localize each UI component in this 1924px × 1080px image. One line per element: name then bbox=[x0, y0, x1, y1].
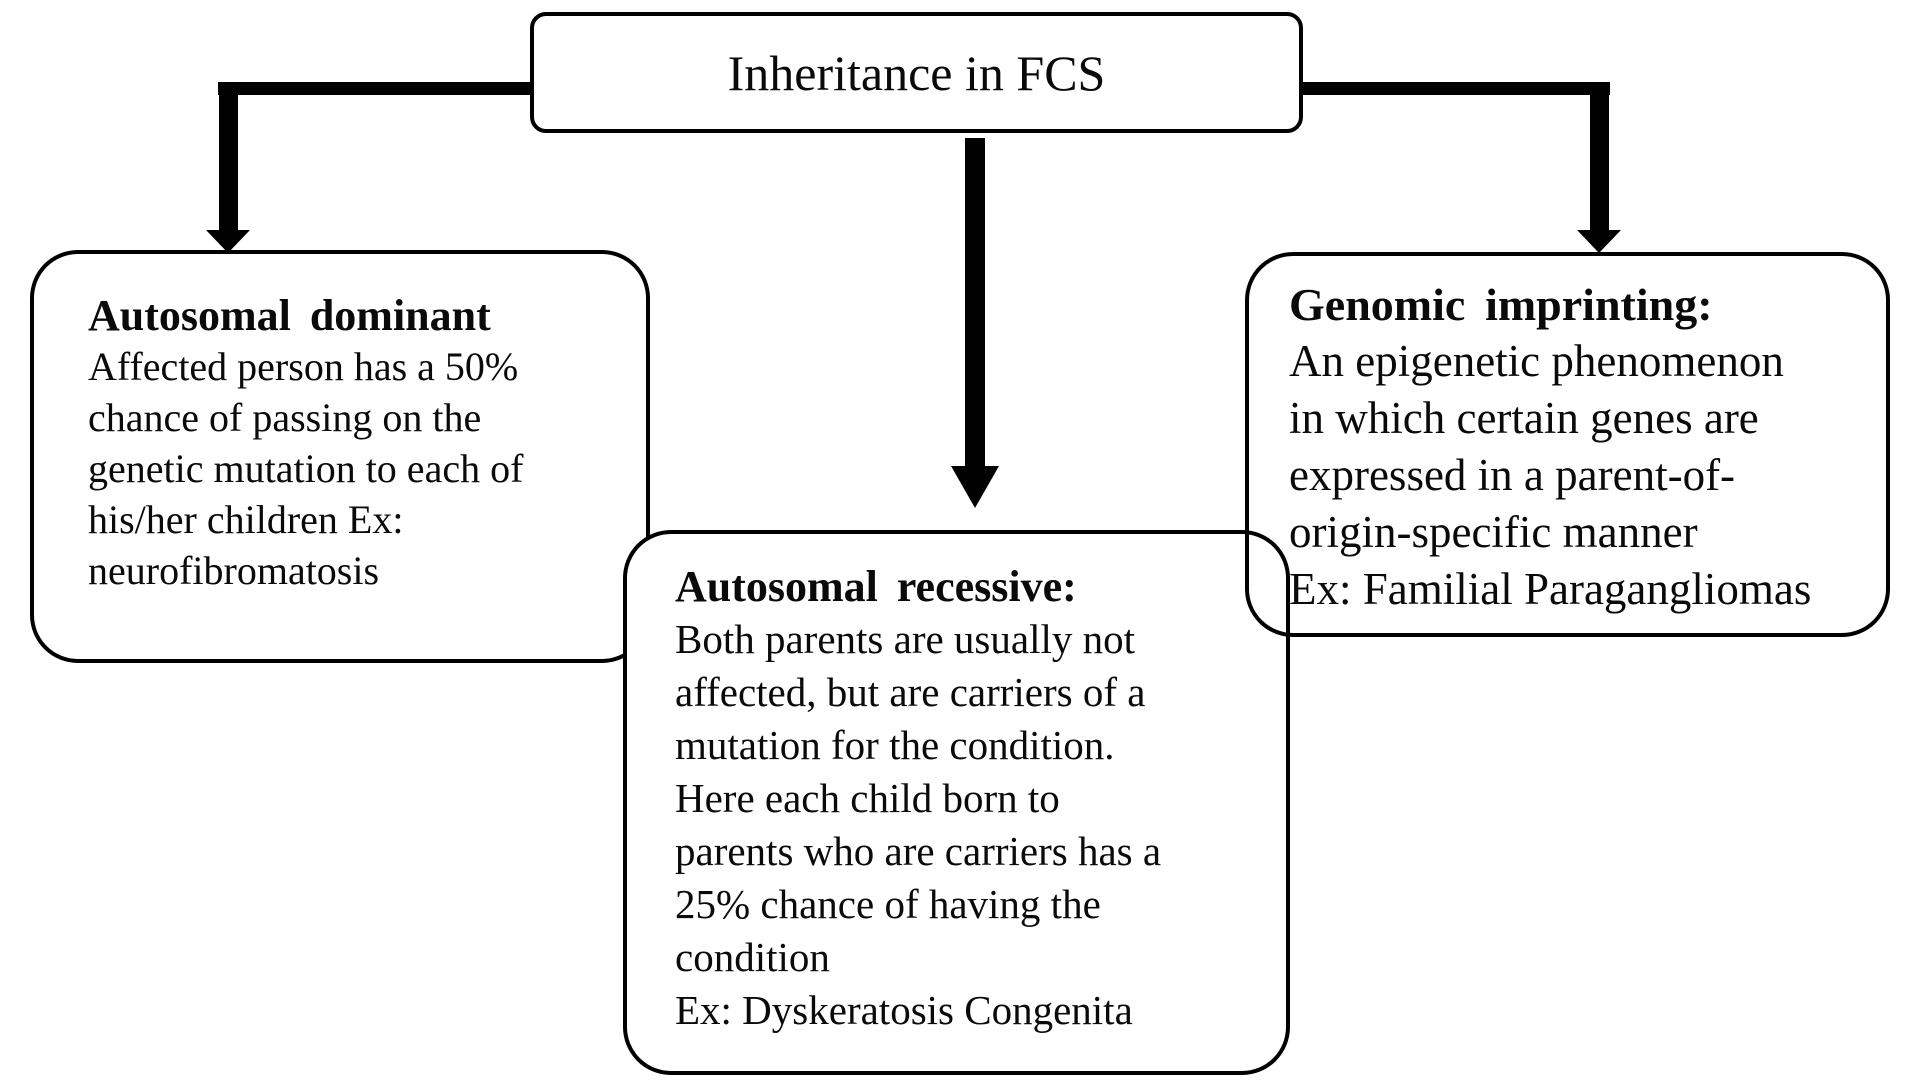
node-autosomal-dominant: Autosomal dominant Affected person has a… bbox=[30, 250, 650, 663]
autosomal-recessive-body: Both parents are usually not affected, b… bbox=[675, 616, 1162, 1033]
node-autosomal-recessive: Autosomal recessive: Both parents are us… bbox=[623, 530, 1290, 1075]
root-label: Inheritance in FCS bbox=[727, 44, 1106, 101]
genomic-imprinting-title: Genomic imprinting: bbox=[1289, 279, 1713, 330]
genomic-imprinting-body: An epigenetic phenomenon in which certai… bbox=[1289, 336, 1812, 614]
arrow-down-left-connector bbox=[206, 82, 534, 253]
arrow-down-middle-connector bbox=[951, 138, 999, 508]
node-genomic-imprinting: Genomic imprinting: An epigenetic phenom… bbox=[1245, 252, 1890, 637]
autosomal-dominant-body: Affected person has a 50% chance of pass… bbox=[88, 344, 524, 593]
autosomal-recessive-title: Autosomal recessive: bbox=[675, 562, 1077, 611]
node-inheritance-root: Inheritance in FCS bbox=[530, 12, 1303, 133]
autosomal-dominant-title: Autosomal dominant bbox=[88, 291, 491, 340]
arrow-down-right-connector bbox=[1301, 82, 1621, 253]
